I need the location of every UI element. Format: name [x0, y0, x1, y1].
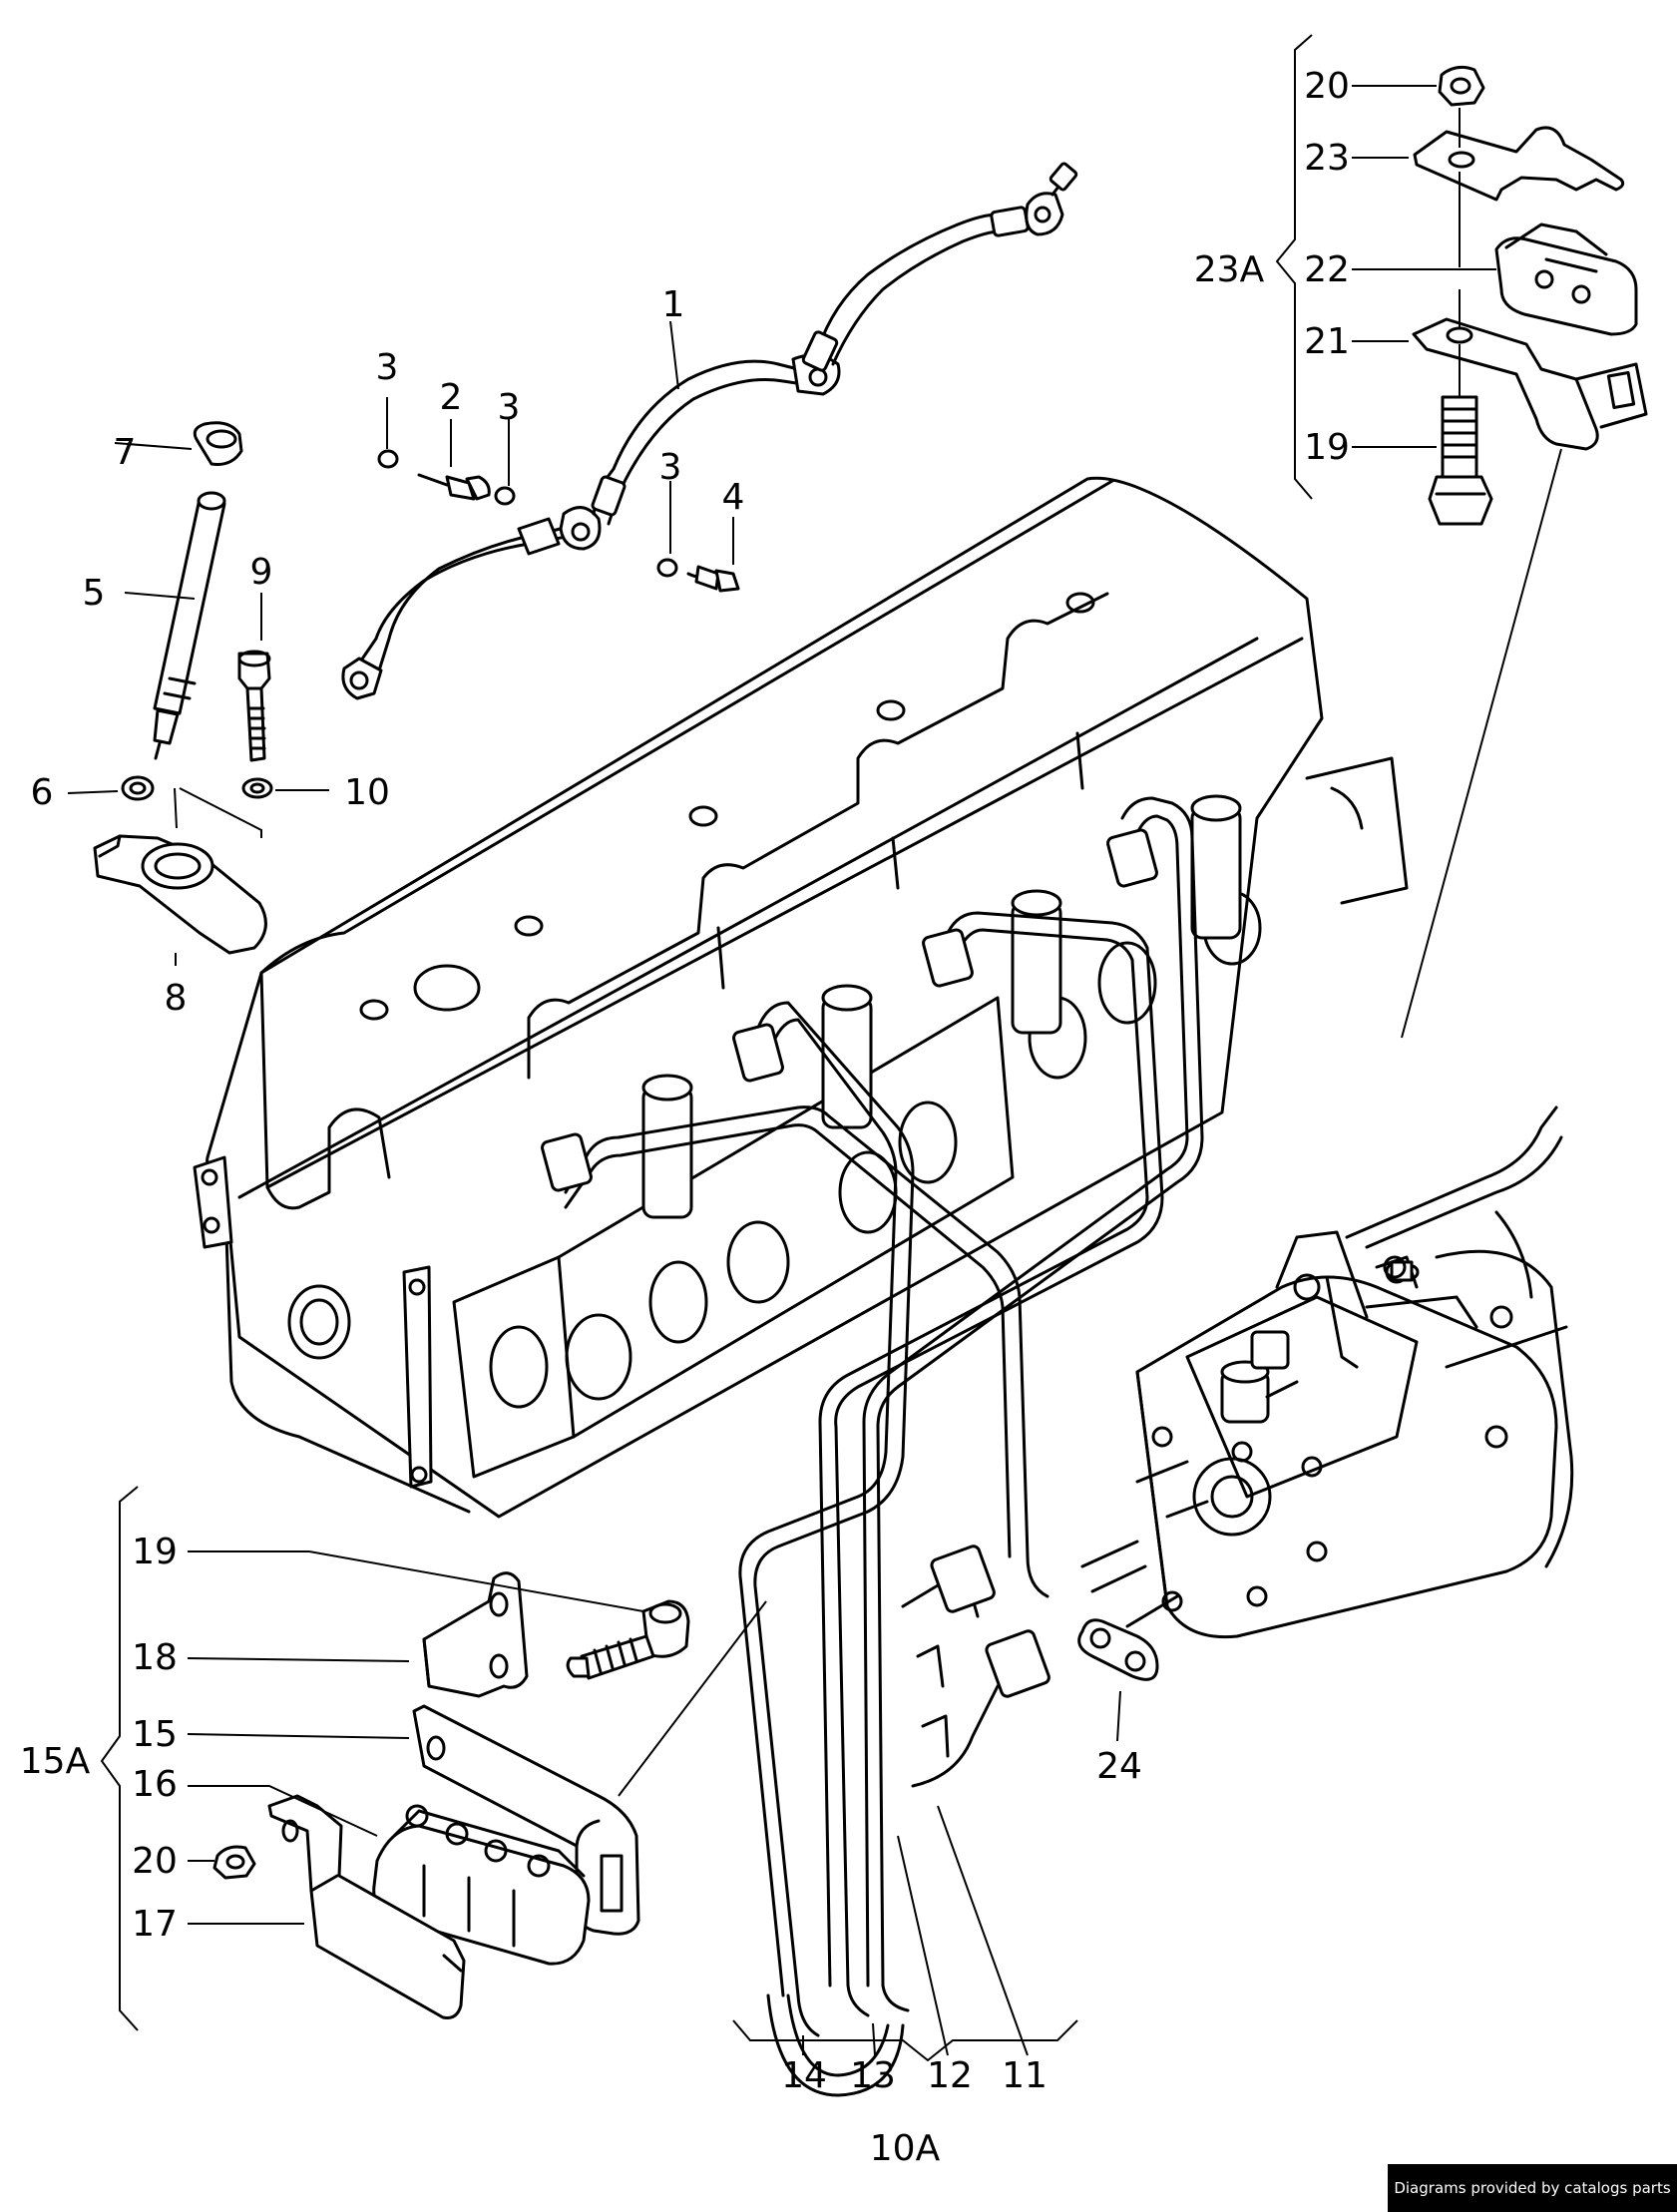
callout-1: 1	[662, 284, 685, 325]
callout-18: 18	[132, 1637, 178, 1678]
injection-pump	[1080, 1106, 1574, 1639]
injection-lines	[541, 796, 1204, 2097]
bracket-assembly-23A	[1275, 34, 1648, 1039]
group-label-23A: 23A	[1194, 249, 1265, 290]
gasket-24	[1077, 1618, 1159, 1681]
callout-19-left: 19	[132, 1532, 178, 1572]
callout-19-right: 19	[1304, 427, 1350, 468]
callout-labels: 1 2 3 3 3 4 5 6 7 8 9 10 11 12 13 14 15 …	[20, 66, 1350, 2169]
callout-23: 23	[1304, 138, 1350, 179]
callout-15: 15	[132, 1714, 178, 1755]
callout-9: 9	[250, 552, 273, 593]
leader-lines	[67, 85, 1496, 2062]
injector-assembly	[93, 421, 273, 955]
callout-20-left: 20	[132, 1841, 178, 1882]
credit-badge: Diagrams provided by catalogs parts	[1388, 2164, 1677, 2212]
callout-21: 21	[1304, 321, 1350, 362]
callout-24: 24	[1096, 1746, 1142, 1787]
callout-12: 12	[927, 2055, 973, 2096]
callout-2: 2	[440, 377, 463, 418]
callout-8: 8	[165, 978, 188, 1019]
bracket-assembly-15A	[100, 1486, 767, 2031]
callout-14: 14	[781, 2055, 827, 2096]
callout-3-mid: 3	[498, 387, 521, 428]
callout-3-left: 3	[376, 347, 399, 388]
callout-5: 5	[83, 573, 106, 614]
callout-13: 13	[850, 2055, 896, 2096]
group-label-15A: 15A	[20, 1741, 91, 1782]
group-label-10A: 10A	[870, 2128, 941, 2169]
callout-17: 17	[132, 1904, 178, 1945]
callout-22: 22	[1304, 249, 1350, 290]
return-hose	[341, 162, 1078, 700]
callout-6: 6	[31, 772, 54, 813]
callout-3-right: 3	[659, 447, 682, 488]
callout-16: 16	[132, 1764, 178, 1805]
callout-10: 10	[344, 772, 390, 813]
callout-20-right: 20	[1304, 66, 1350, 107]
callout-4: 4	[722, 477, 745, 518]
callout-11: 11	[1002, 2055, 1048, 2096]
callout-7: 7	[114, 432, 137, 473]
